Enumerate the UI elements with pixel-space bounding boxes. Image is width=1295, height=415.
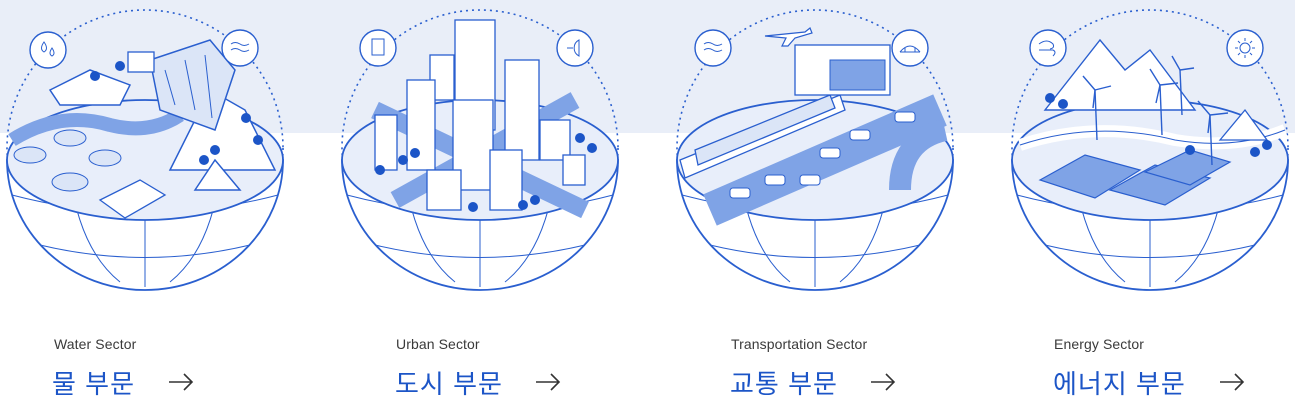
water-drop-icon xyxy=(29,31,67,69)
wind-icon xyxy=(1029,29,1067,67)
building-icon xyxy=(359,29,397,67)
sector-english-label: Water Sector xyxy=(54,336,137,352)
bridge-icon xyxy=(891,29,929,67)
arrow-right-icon[interactable] xyxy=(870,372,896,392)
sector-card-water[interactable]: Water Sector 물 부문 xyxy=(0,0,300,415)
sector-card-urban[interactable]: Urban Sector 도시 부문 xyxy=(335,0,635,415)
water-globe-illustration xyxy=(6,9,284,291)
satellite-dish-icon xyxy=(556,29,594,67)
arrow-right-icon[interactable] xyxy=(535,372,561,392)
sector-card-energy[interactable]: Energy Sector 에너지 부문 xyxy=(1005,0,1295,415)
sector-korean-title[interactable]: 물 부문 xyxy=(52,369,135,399)
sector-english-label: Transportation Sector xyxy=(731,336,868,352)
waves-icon xyxy=(694,29,732,67)
arrow-right-icon[interactable] xyxy=(168,372,194,392)
sector-korean-title[interactable]: 교통 부문 xyxy=(730,369,838,399)
sector-english-label: Urban Sector xyxy=(396,336,480,352)
transportation-globe-illustration xyxy=(676,9,954,291)
energy-globe-illustration xyxy=(1011,9,1289,291)
sector-korean-title[interactable]: 도시 부문 xyxy=(395,369,503,399)
arrow-right-icon[interactable] xyxy=(1219,372,1245,392)
sun-icon xyxy=(1226,29,1264,67)
waves-icon xyxy=(221,29,259,67)
sector-english-label: Energy Sector xyxy=(1054,336,1145,352)
sector-korean-title[interactable]: 에너지 부문 xyxy=(1053,369,1186,399)
sector-card-transportation[interactable]: Transportation Sector 교통 부문 xyxy=(670,0,970,415)
urban-globe-illustration xyxy=(341,9,619,291)
